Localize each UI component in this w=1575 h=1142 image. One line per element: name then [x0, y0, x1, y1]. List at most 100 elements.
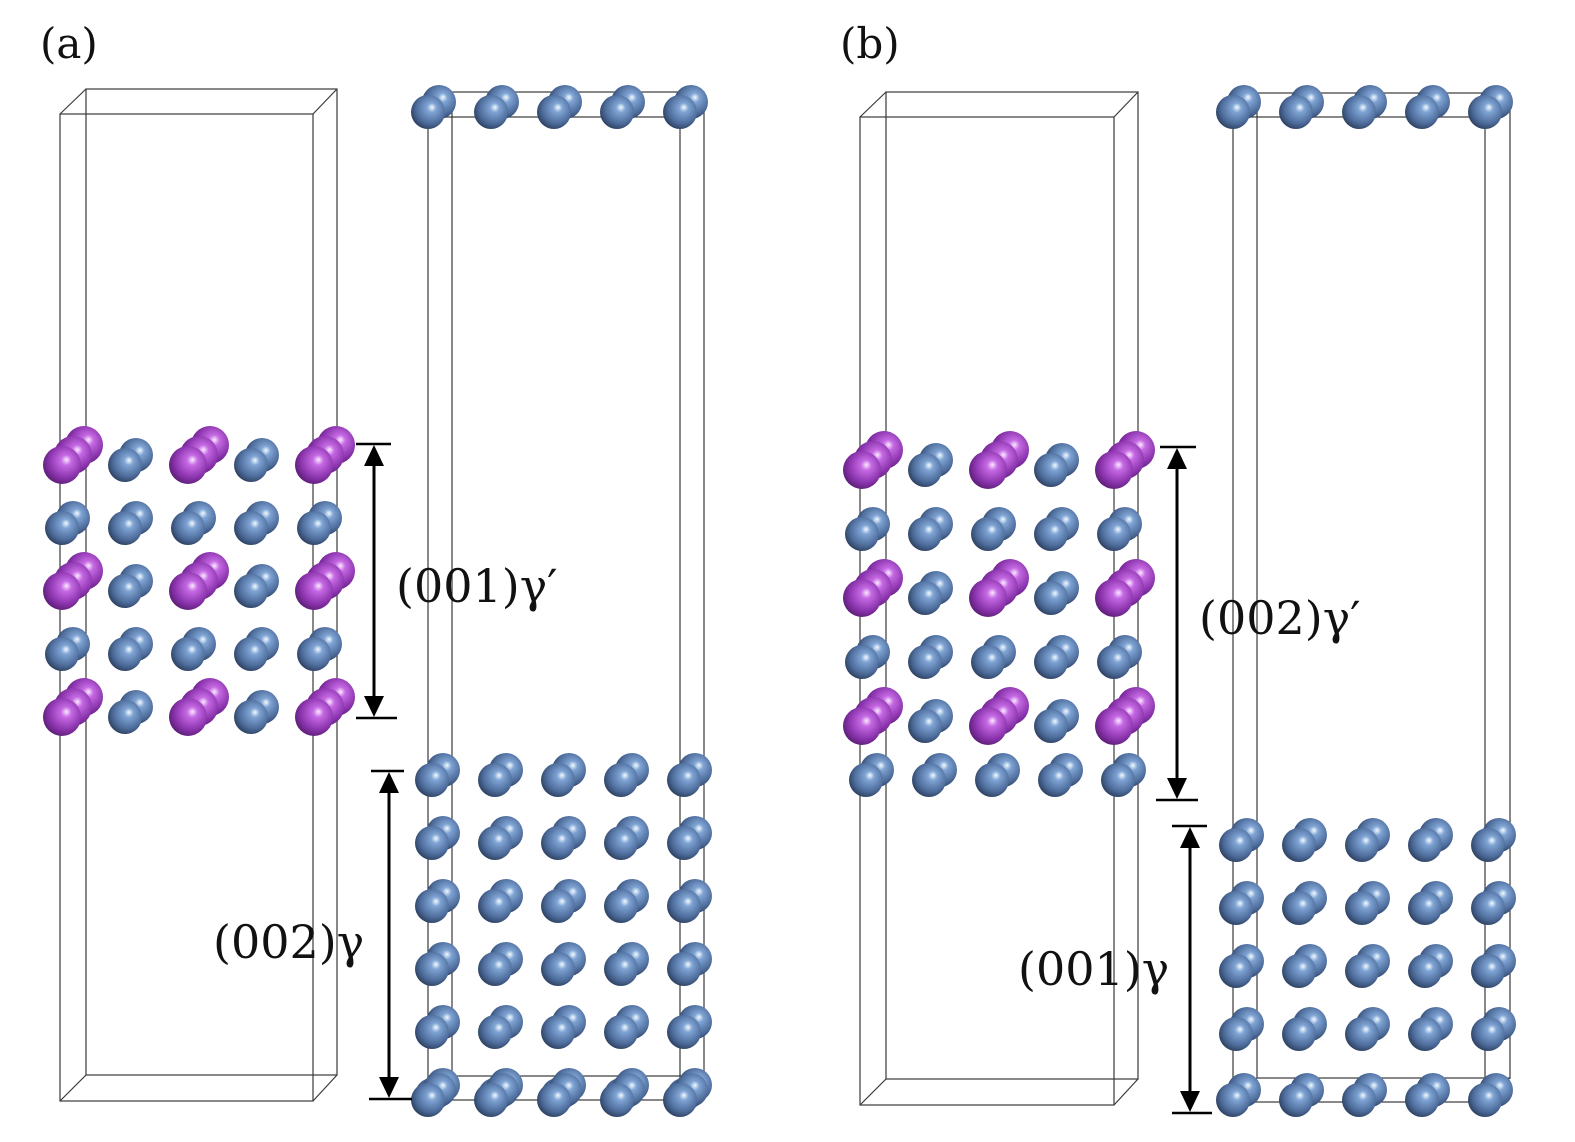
ni-atom	[297, 637, 331, 671]
ni-atom	[1034, 709, 1068, 743]
ni-atom	[1342, 1083, 1376, 1117]
ni-atom	[1468, 95, 1502, 129]
ni-atom	[1279, 95, 1313, 129]
ni-atom	[667, 889, 701, 923]
ni-atom	[1034, 517, 1068, 551]
ni-atom	[478, 826, 512, 860]
al-atom	[1095, 451, 1133, 489]
ni-atom	[537, 95, 571, 129]
ni-atom	[1282, 891, 1316, 925]
ni-atom	[908, 453, 942, 487]
ni-atom	[1034, 453, 1068, 487]
ni-atom	[234, 448, 268, 482]
ni-atom	[415, 763, 449, 797]
ni-atom	[234, 574, 268, 608]
ni-atom	[1282, 828, 1316, 862]
ni-atom	[541, 1015, 575, 1049]
ni-atom	[45, 511, 79, 545]
ni-atom	[1471, 954, 1505, 988]
ni-atom	[912, 763, 946, 797]
ni-atom	[478, 1015, 512, 1049]
ni-atom	[845, 517, 879, 551]
ni-atom	[1408, 1017, 1442, 1051]
al-atom	[843, 707, 881, 745]
al-atom	[843, 451, 881, 489]
ni-atom	[1408, 828, 1442, 862]
ni-atom	[1034, 581, 1068, 615]
ni-atom	[971, 517, 1005, 551]
al-atom	[295, 698, 333, 736]
ni-atom	[604, 1015, 638, 1049]
al-atom	[969, 451, 1007, 489]
ni-atom	[1219, 891, 1253, 925]
ni-atom	[541, 889, 575, 923]
ni-atom	[45, 637, 79, 671]
al-atom	[169, 446, 207, 484]
ni-atom	[234, 511, 268, 545]
ni-atom	[1342, 95, 1376, 129]
ni-atom	[297, 511, 331, 545]
panel-b-gamma-atoms	[1216, 85, 1516, 1117]
ni-atom	[1345, 891, 1379, 925]
ni-atom	[1101, 763, 1135, 797]
panel-a-gamma-prime-atoms	[43, 426, 355, 736]
ni-atom	[415, 952, 449, 986]
panel-b-lower-arrow	[1172, 824, 1212, 1115]
ni-atom	[1345, 828, 1379, 862]
ni-atom	[108, 511, 142, 545]
ni-atom	[474, 95, 508, 129]
panel-b-upper-arrow	[1156, 445, 1198, 802]
ni-atom	[667, 952, 701, 986]
panel-b-gamma-prime-atoms	[843, 431, 1155, 797]
ni-atom	[234, 700, 268, 734]
ni-atom	[1471, 1017, 1505, 1051]
panel-a-label: (a)	[40, 19, 98, 68]
ni-atom	[1219, 828, 1253, 862]
ni-atom	[108, 637, 142, 671]
al-atom	[295, 572, 333, 610]
ni-atom	[663, 1083, 697, 1117]
ni-atom	[1345, 954, 1379, 988]
ni-atom	[171, 511, 205, 545]
ni-atom	[411, 1083, 445, 1117]
ni-atom	[1471, 891, 1505, 925]
al-atom	[1095, 579, 1133, 617]
ni-atom	[1038, 763, 1072, 797]
ni-atom	[604, 952, 638, 986]
al-atom	[43, 698, 81, 736]
ni-atom	[908, 581, 942, 615]
ni-atom	[1282, 1017, 1316, 1051]
ni-atom	[600, 95, 634, 129]
panel-a-upper-slab-label: (001)γ′	[396, 559, 558, 613]
ni-atom	[975, 763, 1009, 797]
ni-atom	[1097, 645, 1131, 679]
ni-atom	[604, 763, 638, 797]
panel-a: (a) (001)γ′	[40, 19, 712, 1117]
ni-atom	[1471, 828, 1505, 862]
panel-b-label: (b)	[840, 19, 900, 68]
ni-atom	[415, 1015, 449, 1049]
ni-atom	[663, 95, 697, 129]
al-atom	[843, 579, 881, 617]
ni-atom	[600, 1083, 634, 1117]
ni-atom	[1345, 1017, 1379, 1051]
ni-atom	[1279, 1083, 1313, 1117]
ni-atom	[478, 889, 512, 923]
panel-a-gamma-atoms	[411, 85, 712, 1117]
ni-atom	[971, 645, 1005, 679]
ni-atom	[908, 709, 942, 743]
ni-atom	[478, 763, 512, 797]
ni-atom	[171, 637, 205, 671]
ni-atom	[604, 889, 638, 923]
panel-b-lower-slab-label: (001)γ	[1018, 942, 1169, 996]
ni-atom	[541, 763, 575, 797]
ni-atom	[478, 952, 512, 986]
panel-a-lower-arrow	[369, 769, 412, 1101]
panel-a-lower-slab-label: (002)γ	[213, 915, 364, 969]
ni-atom	[908, 645, 942, 679]
ni-atom	[108, 448, 142, 482]
ni-atom	[1408, 891, 1442, 925]
ni-atom	[1097, 517, 1131, 551]
ni-atom	[1219, 954, 1253, 988]
